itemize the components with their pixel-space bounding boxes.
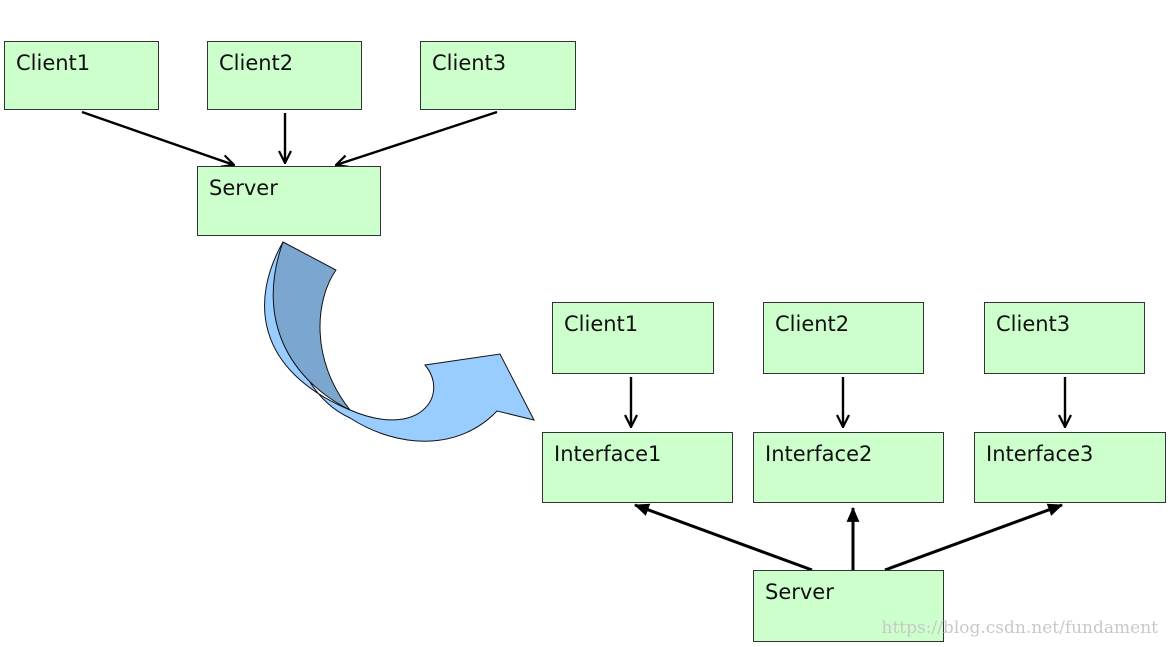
- arrow-server-to-interface1: [633, 503, 813, 572]
- bottom-client2-box: Client2: [763, 302, 924, 374]
- bottom-client3-box: Client3: [984, 302, 1145, 374]
- bottom-client1-box: Client1: [552, 302, 714, 374]
- arrow-client1-to-server: [81, 110, 234, 165]
- curved-transition-arrow: [264, 241, 535, 442]
- top-client3-box: Client3: [420, 41, 576, 110]
- bottom-server-box: Server: [753, 570, 944, 642]
- arrow-server-to-interface3: [884, 503, 1064, 572]
- interface2-box: Interface2: [753, 432, 944, 503]
- arrow-client3-to-server: [336, 110, 498, 165]
- top-server-box: Server: [197, 166, 381, 236]
- watermark-url: https://blog.csdn.net/fundament: [881, 618, 1158, 638]
- interface3-box: Interface3: [974, 432, 1166, 503]
- interface1-box: Interface1: [542, 432, 733, 503]
- top-client1-box: Client1: [4, 41, 159, 110]
- top-client2-box: Client2: [207, 41, 362, 110]
